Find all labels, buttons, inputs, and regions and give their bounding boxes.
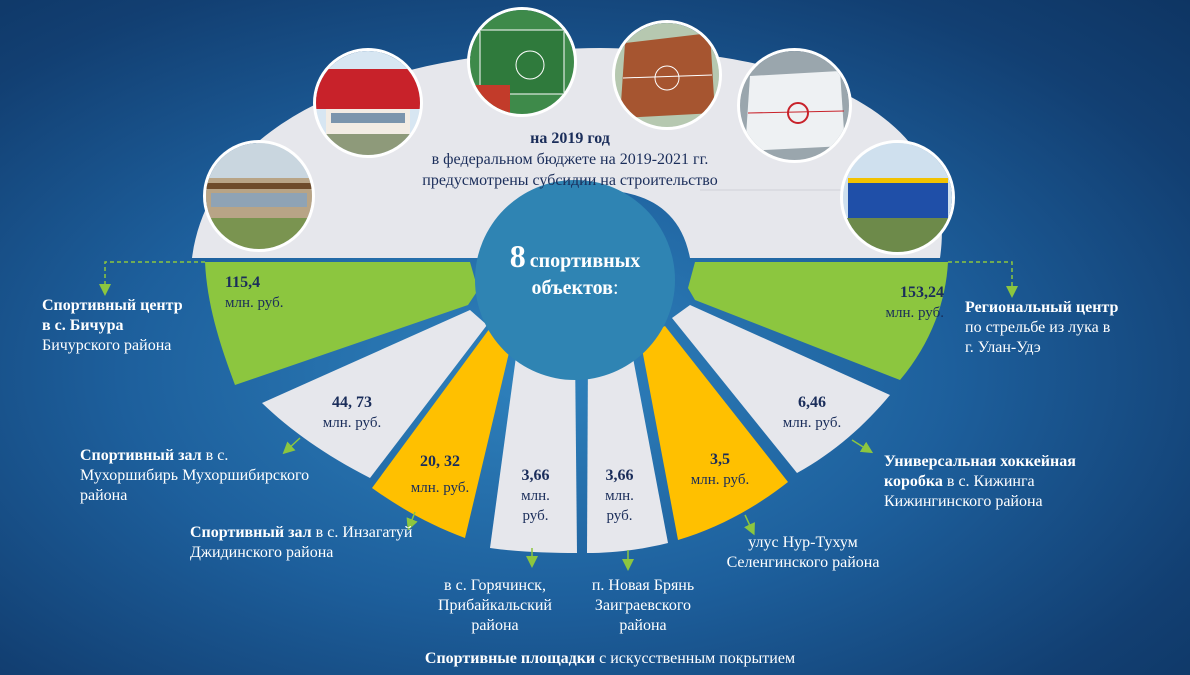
segment-1-green [205,262,478,385]
label-inzagatuy: Спортивный зал в с. Инзагатуй Джидинског… [190,524,413,561]
football-field-photo [467,7,577,117]
bottom-caption: Спортивные площадки с искусственным покр… [424,650,796,667]
label-mukhorshibir: Спортивный зал в с. Мухоршибирь Мухоршиб… [80,447,310,504]
intro-year: на 2019 год [530,130,610,147]
center-title: 8 спортивных объектов: [480,238,670,300]
segment-3-value: 20, 32 млн. руб. [410,453,470,496]
intro-text: на 2019 год в федеральном бюджете на 201… [390,128,750,191]
hockey-rink-photo [737,48,852,163]
objects-count: 8 [509,238,526,274]
label-sport-center-bichura: Спортивный центр в с. Бичура Бичурского … [42,297,183,354]
segment-8-green [688,262,948,380]
label-nur-tukhum: улус Нур-Тухум Селенгинского района [726,534,880,571]
segment-6-value: 3,5 млн. руб. [690,451,750,488]
segment-5-gray [587,342,668,553]
segment-6-yellow [640,326,788,540]
intro-line-2: в федеральном бюджете на 2019-2021 гг. [431,151,709,168]
connector-arrows [99,261,1018,571]
label-ulan-ude: Региональный центр по стрельбе из лука в… [965,299,1119,356]
segment-4-value: 3,66 млн. руб. [521,467,550,524]
label-goryachinsk: в с. Горячинск, Прибайкальский района [438,577,552,634]
basketball-court-photo [612,20,722,130]
segment-2-value: 44, 73 млн. руб. [322,394,382,431]
center-line-1: спортивных [529,250,641,272]
sports-center-photo [203,140,315,252]
center-circle [475,180,675,380]
label-novaya-bryan: п. Новая Брянь Заиграевского района [591,577,695,634]
center-line-2: объектов [531,277,613,299]
label-kizhinga: Универсальная хоккейная коробка в с. Киж… [884,453,1076,510]
segment-4-gray [490,342,577,553]
segment-7-gray [672,305,890,473]
red-building-photo [313,48,423,158]
segment-2-gray [262,310,487,478]
segment-8-value: 153,24 млн. руб. [885,284,945,321]
blue-building-photo [840,140,955,255]
segment-7-value: 6,46 млн. руб. [782,394,842,431]
intro-line-3: предусмотрены субсидии на строительство [422,172,718,189]
center-colon: : [612,277,619,299]
fan-segments [205,262,948,553]
segment-5-value: 3,66 млн. руб. [605,467,634,524]
segment-3-yellow [372,328,512,538]
segment-1-value: 115,4 млн. руб. [225,274,284,311]
